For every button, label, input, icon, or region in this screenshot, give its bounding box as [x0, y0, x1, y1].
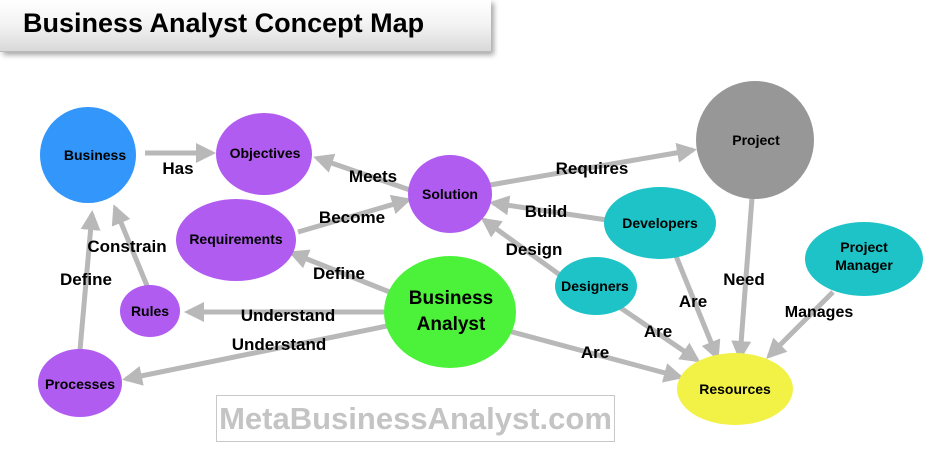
node-solution: Solution	[408, 155, 492, 233]
label-define-left: Define	[60, 270, 112, 289]
node-business-analyst-shape	[384, 256, 516, 368]
node-business-shape	[40, 107, 136, 203]
edges	[77, 142, 835, 386]
edge-ba-define-requirements	[288, 249, 393, 296]
node-rules-label: Rules	[131, 303, 169, 319]
label-build: Build	[525, 202, 568, 221]
edge-ba-understand-processes	[122, 322, 393, 386]
watermark: MetaBusinessAnalyst.com	[216, 395, 615, 442]
edge-rules-constrain-business	[111, 204, 153, 294]
node-project-label: Project	[732, 132, 780, 148]
node-rules-shape	[120, 285, 180, 337]
node-business-analyst-label-2: Analyst	[417, 314, 486, 335]
node-solution-label: Solution	[422, 186, 478, 202]
node-requirements-label: Requirements	[189, 231, 283, 247]
node-resources: Resources	[677, 353, 793, 425]
node-project-manager-label-1: Project	[840, 239, 888, 255]
label-are-designers: Are	[644, 322, 672, 341]
edge-solution-meets-objectives	[313, 153, 411, 193]
label-define-ba: Define	[313, 264, 365, 283]
node-processes-shape	[38, 349, 122, 417]
label-requires: Requires	[556, 159, 629, 178]
label-meets: Meets	[349, 167, 397, 186]
title-banner: Business Analyst Concept Map	[0, 0, 491, 52]
node-objectives-shape	[216, 113, 312, 195]
label-are-developers: Are	[679, 292, 707, 311]
node-designers-shape	[555, 257, 637, 315]
page-title: Business Analyst Concept Map	[23, 8, 425, 38]
label-are-ba: Are	[581, 343, 609, 362]
label-manages: Manages	[785, 304, 854, 321]
node-designers: Designers	[555, 257, 637, 315]
label-design: Design	[506, 240, 563, 259]
edge-requirements-become-solution	[297, 194, 412, 235]
node-requirements-shape	[176, 199, 296, 281]
edge-developers-are-resources	[673, 255, 721, 361]
label-has: Has	[162, 159, 193, 178]
watermark-text: MetaBusinessAnalyst.com	[219, 401, 612, 436]
label-understand-rules: Understand	[241, 306, 335, 325]
edge-processes-define-business	[77, 210, 101, 351]
node-solution-shape	[408, 155, 492, 233]
node-business-label: Business	[64, 147, 126, 163]
node-project-shape	[696, 81, 814, 199]
node-resources-label: Resources	[699, 381, 771, 397]
label-become: Become	[319, 208, 385, 227]
edge-designers-design-solution	[480, 217, 562, 278]
node-designers-label: Designers	[561, 278, 629, 294]
label-understand-processes: Understand	[232, 335, 326, 354]
node-project: Project	[696, 81, 814, 199]
edge-solution-requires-project	[489, 142, 697, 188]
node-project-manager-shape	[805, 222, 923, 296]
edge-pm-manages-resources	[766, 290, 835, 359]
node-processes: Processes	[38, 349, 122, 417]
edge-developers-build-solution	[489, 195, 608, 223]
node-developers-shape	[604, 187, 716, 259]
label-constrain: Constrain	[87, 237, 166, 256]
node-rules: Rules	[120, 285, 180, 337]
node-developers-label: Developers	[622, 215, 698, 231]
node-developers: Developers	[604, 187, 716, 259]
node-business-analyst-label-1: Business	[409, 288, 493, 309]
node-business-analyst: Business Analyst	[384, 256, 516, 368]
edge-designers-are-resources	[610, 299, 701, 363]
node-project-manager: Project Manager	[805, 222, 923, 296]
node-requirements: Requirements	[176, 199, 296, 281]
node-objectives-label: Objectives	[230, 145, 301, 161]
edge-ba-are-resources	[504, 327, 684, 383]
nodes: Business Objectives Solution Project Req…	[38, 81, 923, 425]
label-need: Need	[723, 270, 765, 289]
edge-project-need-resources	[731, 197, 755, 361]
node-project-manager-label-2: Manager	[835, 257, 893, 273]
node-processes-label: Processes	[45, 376, 115, 392]
node-objectives: Objectives	[216, 113, 312, 195]
node-business: Business	[40, 107, 136, 203]
edge-labels: Has Meets Requires Become Build Design C…	[60, 159, 853, 362]
node-resources-shape	[677, 353, 793, 425]
